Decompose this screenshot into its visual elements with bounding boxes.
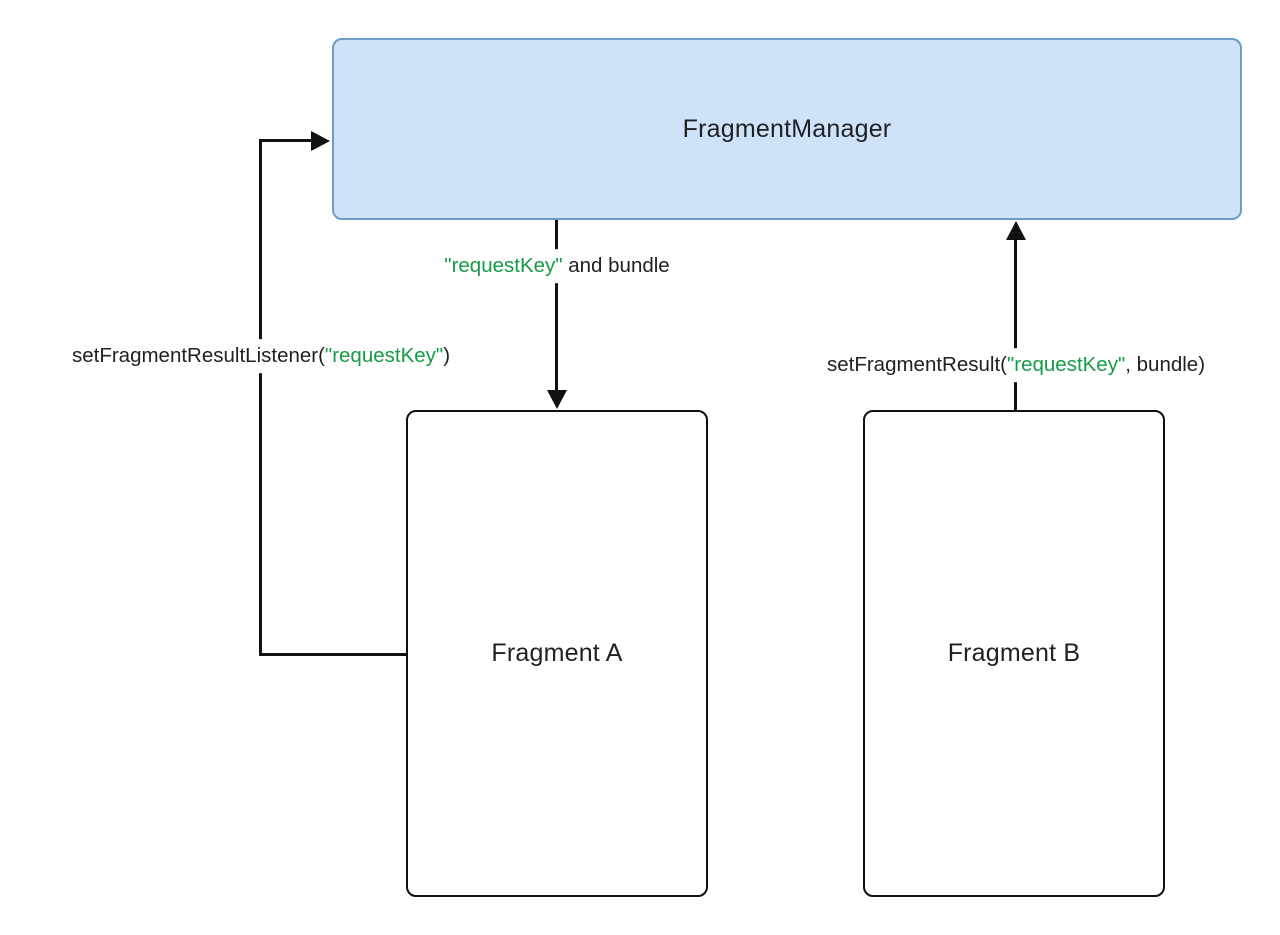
listener-key-text: "requestKey"	[324, 344, 444, 368]
fragment-b-box: Fragment B	[863, 410, 1165, 897]
set-fragment-result-listener-label: setFragmentResultListener("requestKey")	[64, 339, 458, 373]
arrowhead-up-icon	[1005, 221, 1026, 240]
fragment-a-box: Fragment A	[406, 410, 708, 897]
arrowhead-right-icon	[311, 130, 330, 151]
listener-edge-top-segment	[259, 139, 313, 142]
listener-edge-bottom-segment	[259, 653, 407, 656]
result-suffix-text: , bundle)	[1125, 353, 1206, 377]
listener-edge-vertical-segment	[259, 139, 262, 656]
result-edge-vertical-segment	[1014, 239, 1017, 410]
fragment-a-label: Fragment A	[491, 639, 623, 667]
listener-suffix-text: )	[443, 344, 451, 368]
fragment-manager-box: FragmentManager	[332, 38, 1242, 220]
result-key-text: "requestKey"	[1006, 353, 1126, 377]
fragment-b-label: Fragment B	[947, 639, 1081, 667]
request-key-text: "requestKey"	[444, 254, 563, 278]
fragment-manager-label: FragmentManager	[682, 114, 892, 143]
arrowhead-down-icon	[546, 390, 567, 409]
request-edge-vertical-segment	[555, 220, 558, 392]
result-prefix-text: setFragmentResult(	[826, 353, 1007, 377]
request-rest-text: and bundle	[562, 254, 670, 278]
listener-prefix-text: setFragmentResultListener(	[71, 344, 325, 368]
request-bundle-edge-label: "requestKey" and bundle	[437, 249, 677, 283]
set-fragment-result-label: setFragmentResult("requestKey", bundle)	[819, 348, 1213, 382]
